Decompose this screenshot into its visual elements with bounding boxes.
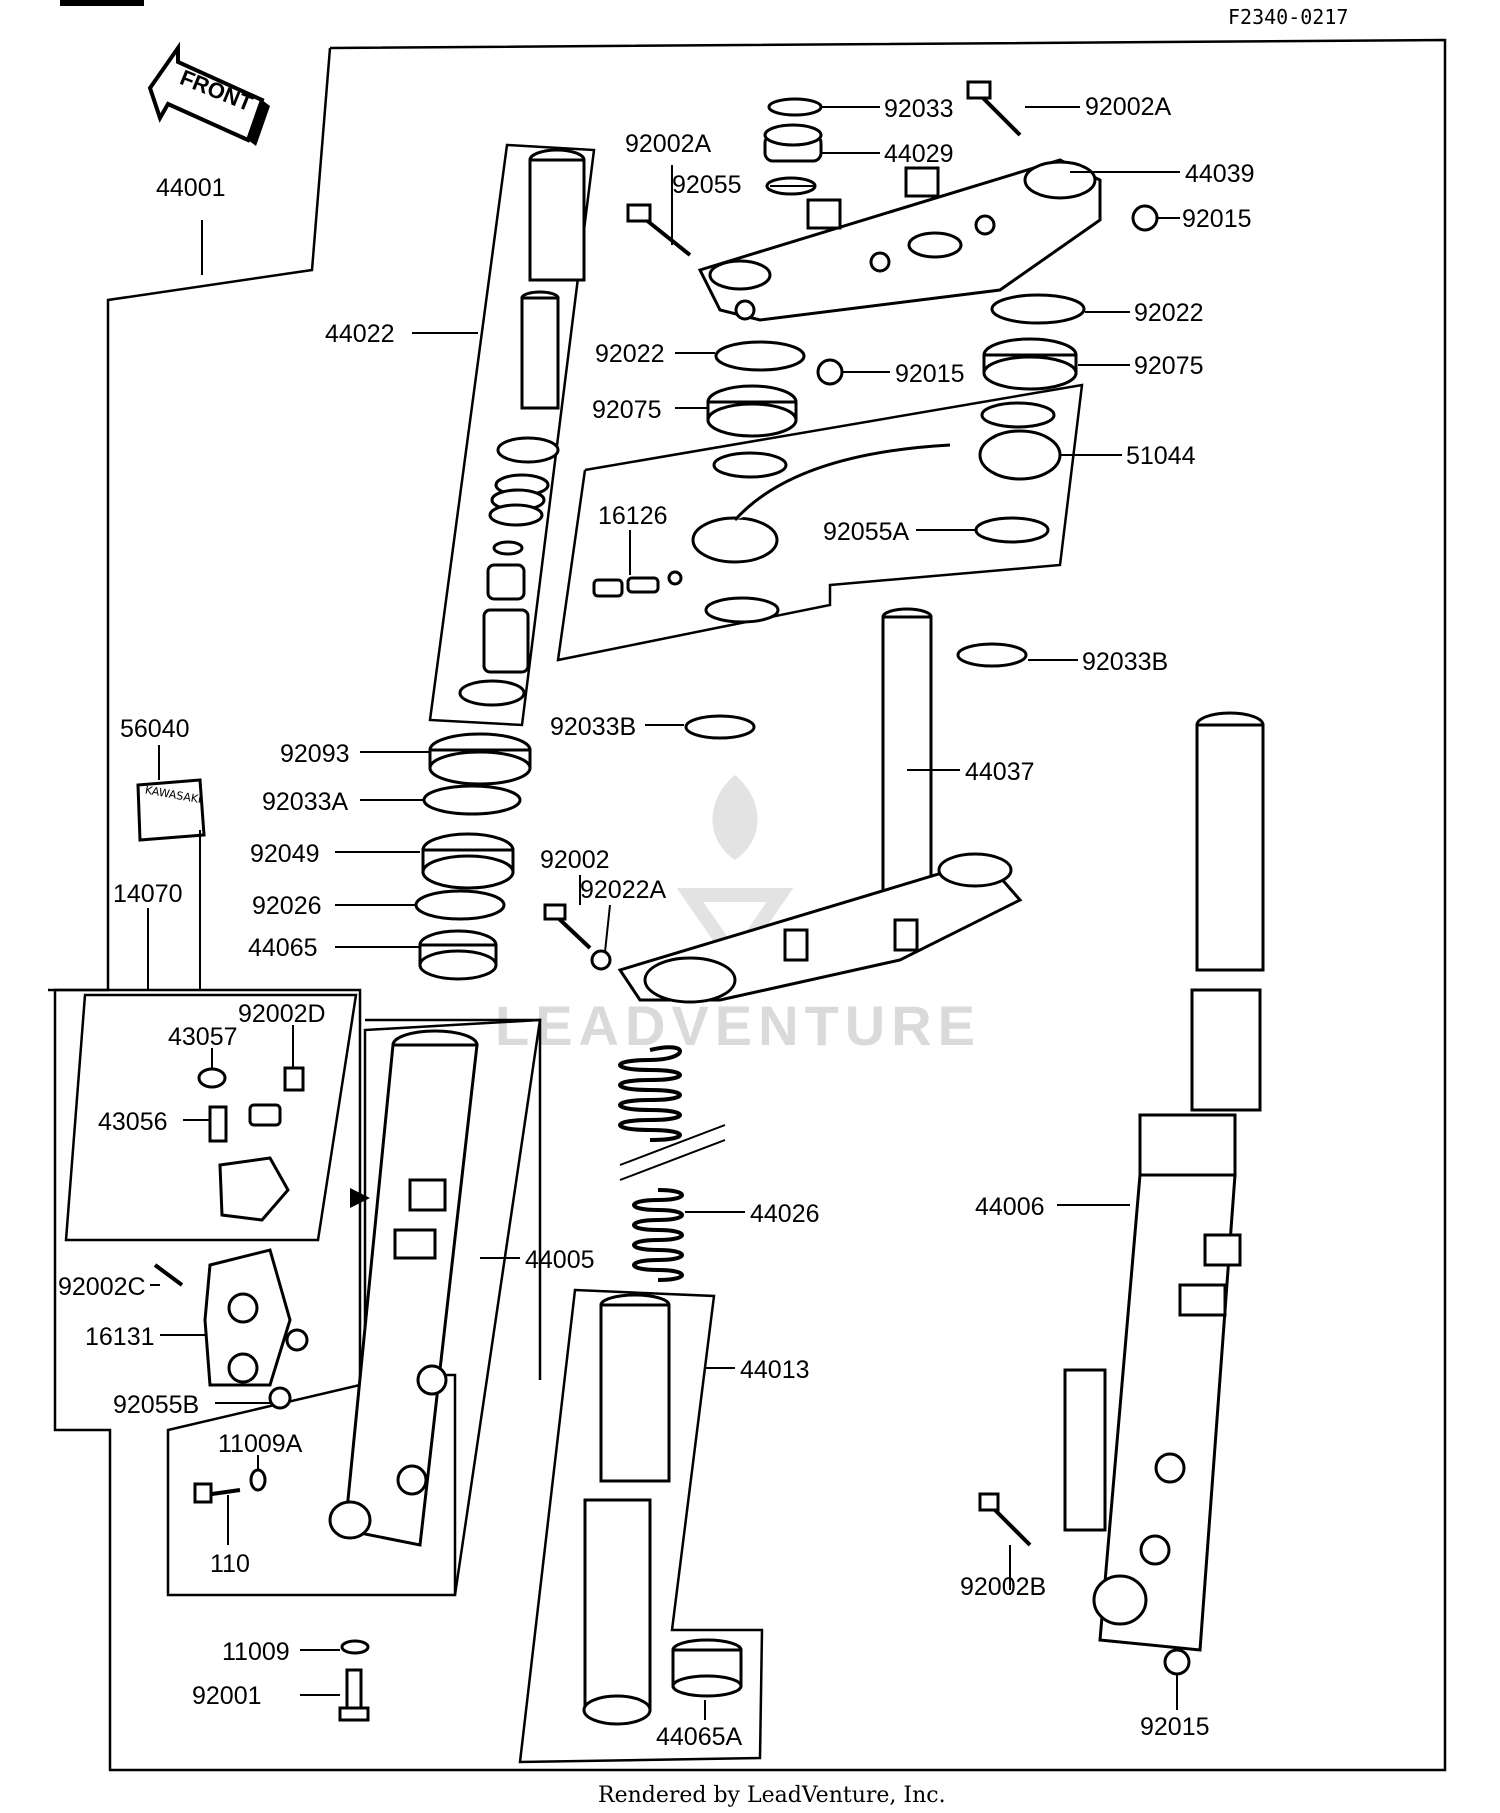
callout-92022a: 92022A <box>580 876 667 904</box>
callout-92055a: 92055A <box>823 518 910 546</box>
callout-44065a: 44065A <box>656 1723 743 1751</box>
callout-92002b: 92002B <box>960 1573 1046 1601</box>
leader-lines <box>147 106 1180 1720</box>
warning-decal: KAWASAKI <box>136 778 206 842</box>
callout-44065: 44065 <box>248 934 318 962</box>
top-bracket-small-parts <box>626 80 1159 386</box>
callout-16126: 16126 <box>598 502 668 530</box>
watermark-text: LEADVENTURE <box>495 994 981 1057</box>
callout-92075-l: 92075 <box>592 396 662 424</box>
caliper-mount-parts <box>197 1066 305 1222</box>
callout-44013: 44013 <box>740 1356 810 1384</box>
callout-44005: 44005 <box>525 1246 595 1274</box>
callout-43056: 43056 <box>98 1108 168 1136</box>
callout-110: 110 <box>210 1550 250 1578</box>
callout-92055b: 92055B <box>113 1391 199 1419</box>
callout-43057: 43057 <box>168 1023 238 1051</box>
callout-92015-b: 92015 <box>895 360 965 388</box>
handlebar-parts <box>592 401 1062 624</box>
callout-44029: 44029 <box>884 140 954 168</box>
callout-44026: 44026 <box>750 1200 820 1228</box>
main-assembly-outline <box>53 38 1447 1772</box>
oring-92033b-right <box>956 642 1028 668</box>
callout-92026: 92026 <box>252 892 322 920</box>
fork-assembly-right <box>978 711 1265 1676</box>
callout-92033: 92033 <box>884 95 954 123</box>
outer-fork-tube-left <box>328 1029 479 1547</box>
axle-bolt-parts <box>193 1468 370 1722</box>
callout-labels: 92033 92002A 92002A 44029 44039 92055 44… <box>58 93 1255 1751</box>
callout-92033b-r: 92033B <box>1082 648 1168 676</box>
callout-92015-a: 92015 <box>1182 205 1252 233</box>
stem-bolts <box>543 903 612 971</box>
fork-spring <box>618 1045 726 1282</box>
brake-caliper <box>153 1248 309 1410</box>
corner-mark <box>60 0 144 6</box>
callout-92002c: 92002C <box>58 1273 146 1301</box>
callout-51044: 51044 <box>1126 442 1196 470</box>
diagram-code: F2340-0217 <box>1228 5 1348 29</box>
callout-92022-l: 92022 <box>595 340 665 368</box>
oring-92033b-left <box>684 714 756 740</box>
callout-92055: 92055 <box>672 171 742 199</box>
callout-92093: 92093 <box>280 740 350 768</box>
callout-92033a: 92033A <box>262 788 349 816</box>
inner-fork-tube <box>582 1293 743 1726</box>
callout-92075-r: 92075 <box>1134 352 1204 380</box>
front-arrow-icon: FRONT <box>147 41 270 146</box>
footer-credit: Rendered by LeadVenture, Inc. <box>598 1783 946 1808</box>
handlebar-panel <box>556 383 1084 662</box>
callout-44039: 44039 <box>1185 160 1255 188</box>
callout-92002a-top: 92002A <box>1085 93 1172 121</box>
bearing-ring-stack <box>414 732 532 981</box>
callout-92001: 92001 <box>192 1682 262 1710</box>
watermark-logo: LEADVENTURE <box>495 775 981 1057</box>
callout-44037: 44037 <box>965 758 1035 786</box>
callout-92033b-l: 92033B <box>550 713 636 741</box>
steering-bearings <box>706 293 1086 438</box>
callout-92002a-left: 92002A <box>625 130 712 158</box>
callout-44001: 44001 <box>156 174 226 202</box>
callout-11009: 11009 <box>222 1638 290 1666</box>
damper-rod-parts <box>458 148 586 707</box>
steering-stem <box>617 607 1023 1004</box>
callout-14070: 14070 <box>113 880 183 908</box>
callout-11009a: 11009A <box>218 1430 303 1458</box>
damper-rod-panel <box>428 143 596 727</box>
callout-44022: 44022 <box>325 320 395 348</box>
panel-arrow-icon <box>350 1188 370 1208</box>
callout-92002: 92002 <box>540 846 610 874</box>
inner-tube-panel <box>518 1288 764 1764</box>
callout-92022-r: 92022 <box>1134 299 1204 327</box>
callout-92015-c: 92015 <box>1140 1713 1210 1741</box>
callout-92049: 92049 <box>250 840 320 868</box>
stanchion-panel <box>365 1018 542 1596</box>
callout-92002d: 92002D <box>238 1000 326 1028</box>
caliper-bracket-panel-inner <box>64 993 358 1242</box>
callout-16131: 16131 <box>85 1323 155 1351</box>
callout-56040: 56040 <box>120 715 190 743</box>
callout-44006: 44006 <box>975 1193 1045 1221</box>
